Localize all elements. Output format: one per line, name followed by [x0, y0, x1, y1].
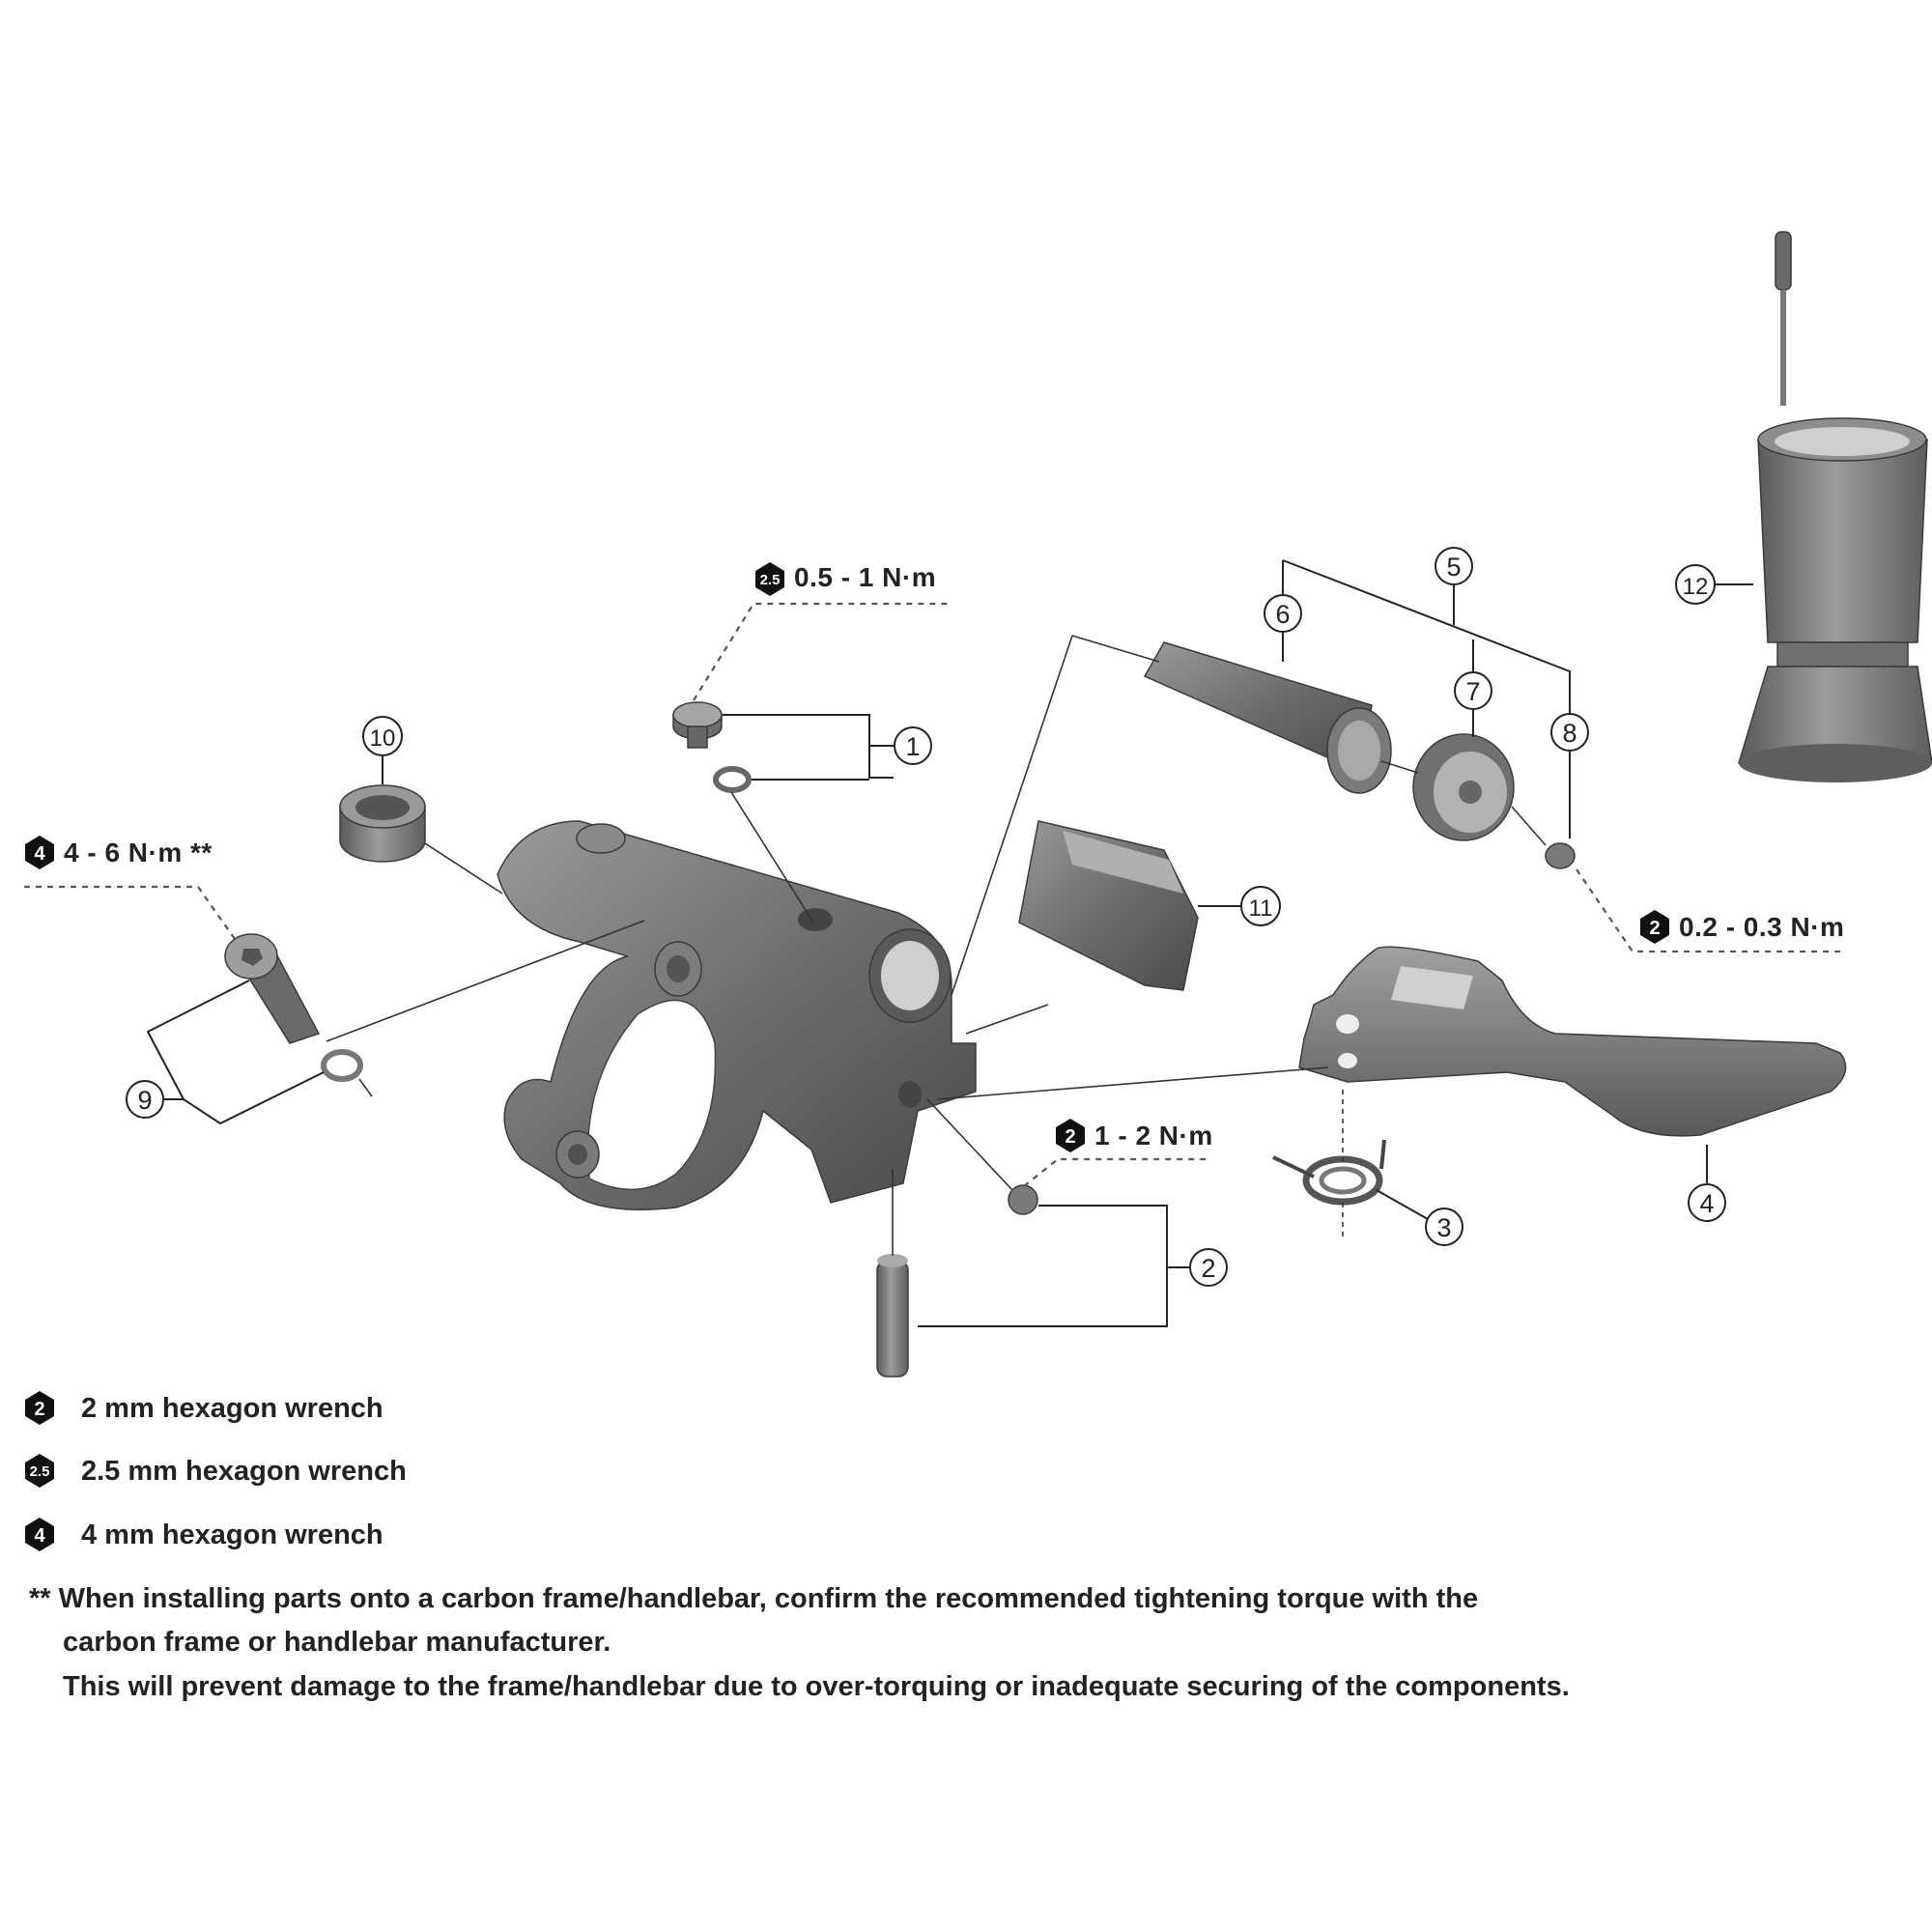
carbon-note: ** When installing parts onto a carbon f… [29, 1583, 1570, 1702]
svg-text:2: 2 [34, 1399, 44, 1420]
bleed-screw-part [876, 1184, 1038, 1378]
svg-text:6: 6 [1275, 600, 1290, 629]
svg-text:0.2 - 0.3 N·m: 0.2 - 0.3 N·m [1679, 912, 1844, 942]
cover-part [1018, 820, 1199, 991]
bushing-part [339, 784, 426, 863]
svg-text:2.5: 2.5 [30, 1463, 50, 1480]
lever-blade-part [1298, 946, 1847, 1137]
svg-text:4 mm hexagon wrench: 4 mm hexagon wrench [81, 1520, 384, 1550]
svg-text:2.5 mm hexagon wrench: 2.5 mm hexagon wrench [81, 1456, 407, 1487]
callout-1: 1 [723, 714, 932, 781]
svg-text:2: 2 [1201, 1254, 1215, 1283]
hexagon-wrench-icon [755, 562, 784, 596]
legend-item-2-5mm: 2.5 2.5 mm hexagon wrench [25, 1454, 407, 1488]
svg-text:2.5: 2.5 [760, 572, 781, 588]
legend-item-4mm: 4 4 mm hexagon wrench [25, 1518, 384, 1551]
hexagon-wrench-icon [1640, 910, 1669, 944]
callout-2: 2 [918, 1205, 1228, 1327]
svg-text:2 mm hexagon wrench: 2 mm hexagon wrench [81, 1393, 384, 1424]
master-piston-part [1143, 641, 1392, 794]
svg-text:11: 11 [1249, 895, 1273, 922]
note-line-2: carbon frame or handlebar manufacturer. [63, 1627, 611, 1658]
callout-7: 7 [1454, 671, 1492, 737]
lever-body-part [497, 820, 977, 1210]
reservoir-cap-part [672, 701, 752, 793]
callout-9: 9 [126, 980, 325, 1125]
note-line-3: This will prevent damage to the frame/ha… [63, 1671, 1570, 1702]
torque-spec-mid: 2 1 - 2 N·m [1023, 1119, 1213, 1187]
svg-text:8: 8 [1562, 719, 1577, 748]
callout-12: 12 [1675, 564, 1753, 605]
callout-4: 4 [1688, 1145, 1726, 1222]
svg-text:3: 3 [1436, 1213, 1451, 1242]
callout-3: 3 [1376, 1189, 1463, 1246]
piston-cap-part [1412, 733, 1515, 841]
callout-10: 10 [362, 716, 403, 784]
torque-spec-top: 2.5 0.5 - 1 N·m [693, 562, 952, 701]
hexagon-wrench-icon [25, 836, 54, 869]
return-spring-part [1272, 1139, 1386, 1206]
svg-text:0.5 - 1 N·m: 0.5 - 1 N·m [794, 562, 936, 592]
callout-11: 11 [1198, 886, 1281, 926]
hexagon-wrench-icon [25, 1454, 54, 1488]
svg-text:1 - 2 N·m: 1 - 2 N·m [1094, 1121, 1213, 1151]
svg-text:9: 9 [137, 1086, 152, 1115]
callout-8: 8 [1550, 713, 1589, 838]
callout-5: 5 [1282, 547, 1571, 715]
svg-text:12: 12 [1683, 574, 1709, 600]
legend: 2 2 mm hexagon wrench 2.5 2.5 mm hexagon… [25, 1391, 407, 1551]
pin-part [1545, 842, 1576, 869]
note-line-1: ** When installing parts onto a carbon f… [29, 1583, 1478, 1614]
hexagon-wrench-icon [25, 1391, 54, 1425]
svg-text:7: 7 [1465, 677, 1480, 706]
svg-text:2: 2 [1649, 918, 1660, 939]
callout-6: 6 [1264, 594, 1302, 662]
svg-text:4: 4 [34, 843, 45, 865]
svg-text:5: 5 [1446, 553, 1461, 582]
svg-text:2: 2 [1065, 1126, 1075, 1148]
clamp-bolt-part [224, 933, 363, 1082]
hexagon-wrench-icon [1056, 1119, 1085, 1152]
hexagon-wrench-icon [25, 1518, 54, 1551]
svg-text:1: 1 [905, 732, 920, 761]
torque-spec-bolt: 4 4 - 6 N·m ** [24, 836, 236, 940]
assembly-lines [326, 635, 1547, 1256]
bleed-funnel-part [1737, 231, 1932, 782]
svg-text:4: 4 [1699, 1189, 1714, 1218]
svg-text:10: 10 [370, 725, 396, 752]
svg-text:4 - 6 N·m **: 4 - 6 N·m ** [64, 838, 213, 867]
torque-spec-right: 2 0.2 - 0.3 N·m [1576, 868, 1845, 953]
svg-text:4: 4 [34, 1525, 45, 1547]
legend-item-2mm: 2 2 mm hexagon wrench [25, 1391, 384, 1425]
